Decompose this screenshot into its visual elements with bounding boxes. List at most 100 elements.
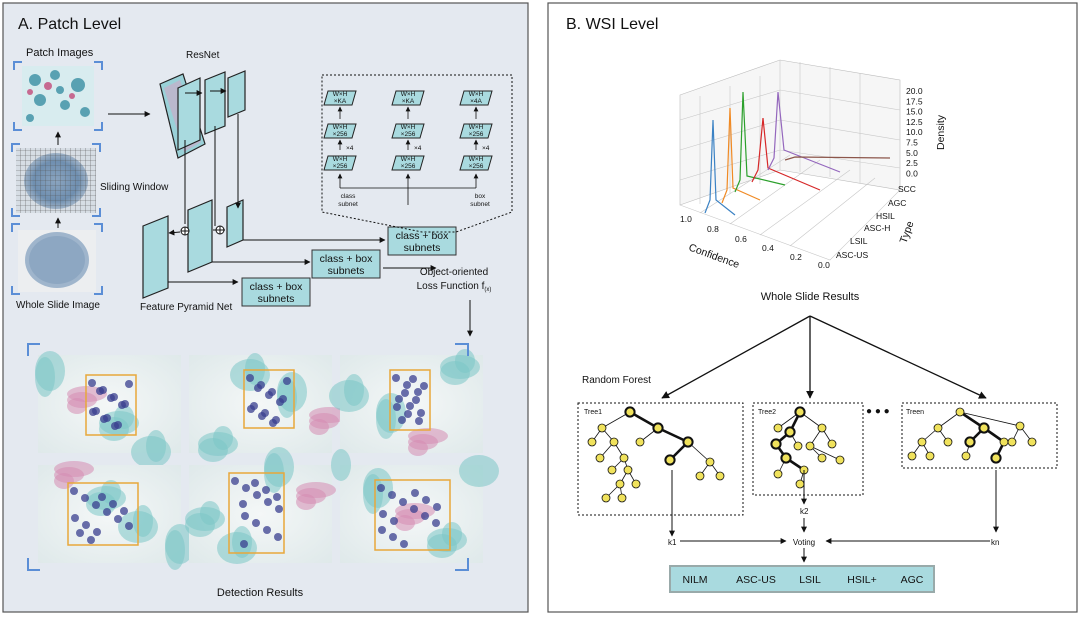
detection-image xyxy=(329,349,483,456)
class-label: ASC-US xyxy=(736,574,776,586)
loss-function-line1: Object-oriented xyxy=(420,267,488,278)
treen-label: Treen xyxy=(906,409,924,416)
patch-images-label: Patch Images xyxy=(26,47,94,59)
tree-node xyxy=(595,453,605,463)
tree-node xyxy=(795,479,805,489)
type-tick: LSIL xyxy=(850,236,868,246)
svg-text:class + box: class + box xyxy=(250,281,304,293)
subnets-box-1: class + box subnets xyxy=(241,277,311,307)
treen-box xyxy=(901,402,1058,469)
tree-node xyxy=(955,407,965,417)
z-tick: 5.0 xyxy=(906,148,918,158)
tensor-label-wh: W×H xyxy=(333,124,348,131)
type-tick: AGC xyxy=(888,198,906,208)
tensor-label-k: ×256 xyxy=(469,131,484,138)
tree-node xyxy=(943,437,953,447)
detection-box xyxy=(389,369,431,431)
tensor-label-k: ×256 xyxy=(401,131,416,138)
x-tick: 1.0 xyxy=(680,214,692,224)
random-forest-label: Random Forest xyxy=(582,375,651,386)
x-tick: 0.8 xyxy=(707,224,719,234)
times4-label: ×4 xyxy=(346,145,354,152)
panel-a-title: A. Patch Level xyxy=(18,16,121,33)
x-tick: 0.6 xyxy=(735,234,747,244)
detection-image xyxy=(35,351,181,468)
tensor-label-wh: W×H xyxy=(401,91,416,98)
subnet-tensor xyxy=(323,90,357,106)
z-tick: 20.0 xyxy=(906,86,923,96)
times4-label: ×4 xyxy=(414,145,422,152)
tree-node xyxy=(609,437,619,447)
class-label: NILM xyxy=(682,574,707,586)
type-tick: ASC-H xyxy=(864,223,890,233)
tree2-label: Tree2 xyxy=(758,409,776,416)
tensor-label-k: ×256 xyxy=(333,163,348,170)
tree-node xyxy=(793,441,803,451)
box-subnet-label2: subnet xyxy=(470,201,490,208)
type-tick: ASC-US xyxy=(836,250,868,260)
tree-node xyxy=(964,436,976,448)
tensor-label-k: ×KA xyxy=(402,98,415,105)
tree-node xyxy=(933,423,943,433)
svg-text:subnets: subnets xyxy=(328,265,365,277)
detection-brackets xyxy=(27,343,469,571)
box-subnet-label: box xyxy=(475,193,486,200)
detection-box xyxy=(228,472,285,554)
z-tick: 10.0 xyxy=(906,127,923,137)
classes-box xyxy=(669,565,935,593)
subnet-tensor xyxy=(391,90,425,106)
detection-image xyxy=(331,449,499,563)
feature-pyramid xyxy=(142,114,244,299)
panel-b-title: B. WSI Level xyxy=(566,16,658,33)
tensor-label-k: ×256 xyxy=(333,131,348,138)
svg-text:subnets: subnets xyxy=(258,293,295,305)
whole-slide-image-label: Whole Slide Image xyxy=(16,300,100,311)
tree-node xyxy=(770,438,782,450)
whole-slide-results-label: Whole Slide Results xyxy=(761,291,860,303)
tensor-label-wh: W×H xyxy=(401,156,416,163)
subnet-tensor xyxy=(391,123,425,139)
sliding-window-label: Sliding Window xyxy=(100,182,169,193)
detection-image xyxy=(185,447,336,564)
subnet-tensor xyxy=(459,155,493,171)
tree-node xyxy=(635,437,645,447)
tree-node xyxy=(773,469,783,479)
x-tick: 0.0 xyxy=(818,260,830,270)
subnet-tensor xyxy=(391,155,425,171)
tree-node xyxy=(805,441,815,451)
resnet-label: ResNet xyxy=(186,50,220,61)
sliding-window-grid xyxy=(16,148,96,213)
tree-node xyxy=(780,452,792,464)
patch-brackets xyxy=(13,61,103,131)
tree2-box xyxy=(752,402,864,496)
class-subnet-label2: subnet xyxy=(338,201,358,208)
whole-slide-image xyxy=(18,230,96,292)
svg-text:class + box: class + box xyxy=(396,230,450,242)
tree-node xyxy=(631,479,641,489)
class-label: LSIL xyxy=(799,574,821,586)
subnet-tensor xyxy=(459,90,493,106)
tree1-box xyxy=(577,402,744,516)
detection-box xyxy=(67,482,139,546)
z-tick: 12.5 xyxy=(906,117,923,127)
tensor-label-wh: W×H xyxy=(333,156,348,163)
subnet-detail: W×H×KAW×H×256W×H×256×4W×H×KAW×H×256W×H×2… xyxy=(321,74,513,233)
tree-node xyxy=(623,465,633,475)
z-tick: 0.0 xyxy=(906,168,918,178)
type-tick: HSIL xyxy=(876,211,895,221)
subnets-box-3: class + box subnets xyxy=(387,226,457,256)
tree-node xyxy=(978,422,990,434)
tree-node xyxy=(794,406,806,418)
svg-text:subnets: subnets xyxy=(404,242,441,254)
times4-label: ×4 xyxy=(482,145,490,152)
z-axis-label: Density xyxy=(935,114,947,150)
subnets-box-2: class + box subnets xyxy=(311,249,381,279)
type-tick: SCC xyxy=(898,184,916,194)
tree-node xyxy=(1015,421,1025,431)
detection-box xyxy=(85,374,137,436)
ellipsis-dots: ● ● ● xyxy=(866,406,890,417)
tree-node xyxy=(607,465,617,475)
z-tick: 2.5 xyxy=(906,158,918,168)
tree-node xyxy=(695,471,705,481)
